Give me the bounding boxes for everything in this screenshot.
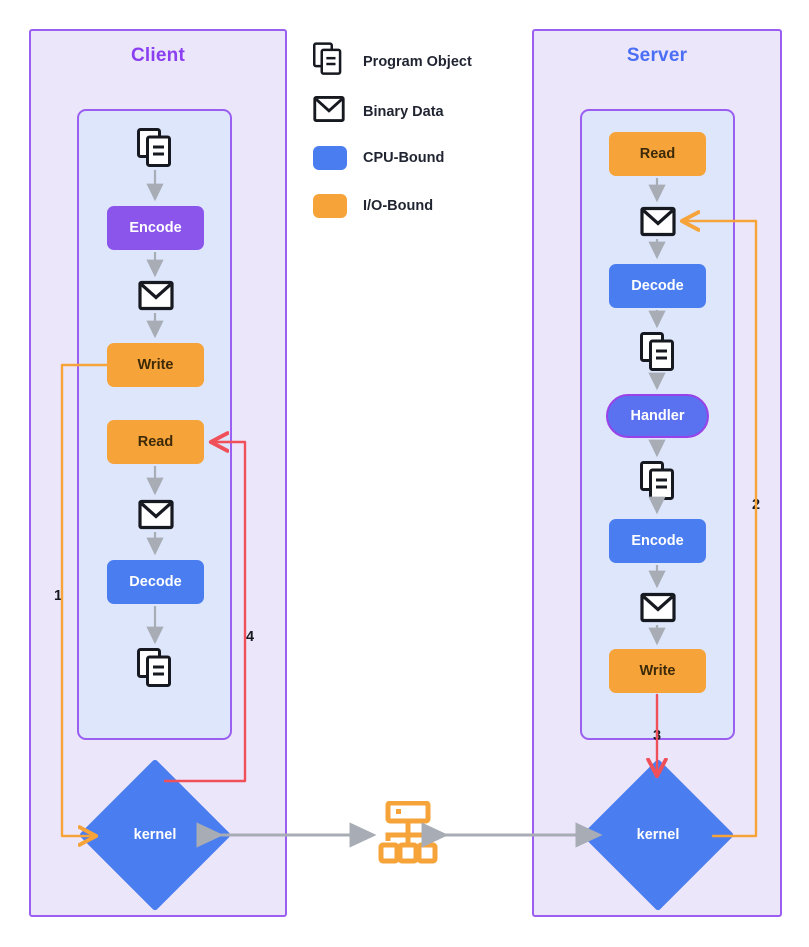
server-binary-data-icon-2 bbox=[640, 592, 676, 623]
server-node-handler-label: Handler bbox=[630, 408, 685, 424]
client-binary-data-icon-2 bbox=[138, 499, 174, 530]
server-binary-data-icon-1 bbox=[640, 206, 676, 237]
client-node-write[interactable]: Write bbox=[107, 343, 204, 387]
client-binary-data-icon-1 bbox=[138, 280, 174, 311]
legend-item-program-object: Program Object bbox=[313, 42, 472, 81]
step-label-1: 1 bbox=[53, 588, 63, 604]
server-node-decode[interactable]: Decode bbox=[609, 264, 706, 308]
server-node-handler[interactable]: Handler bbox=[606, 394, 709, 438]
client-program-object-icon-bottom bbox=[137, 648, 173, 688]
legend-label-program-object: Program Object bbox=[363, 53, 472, 70]
legend-label-binary-data: Binary Data bbox=[363, 103, 444, 120]
server-program-object-icon-2 bbox=[640, 461, 676, 501]
io-bound-swatch bbox=[313, 194, 347, 218]
step-label-2: 2 bbox=[751, 497, 761, 513]
cpu-bound-swatch bbox=[313, 146, 347, 170]
legend-label-cpu-bound: CPU-Bound bbox=[363, 150, 445, 166]
step-label-3: 3 bbox=[652, 728, 662, 744]
client-node-encode-label: Encode bbox=[129, 220, 182, 236]
client-node-read[interactable]: Read bbox=[107, 420, 204, 464]
program-object-icon bbox=[313, 42, 347, 81]
server-node-write-label: Write bbox=[639, 663, 676, 679]
client-title: Client bbox=[131, 45, 185, 66]
legend-item-binary-data: Binary Data bbox=[313, 95, 444, 128]
client-program-object-icon-top bbox=[137, 128, 173, 168]
server-node-encode[interactable]: Encode bbox=[609, 519, 706, 563]
server-node-decode-label: Decode bbox=[631, 278, 684, 294]
client-node-decode-label: Decode bbox=[129, 574, 182, 590]
client-node-decode[interactable]: Decode bbox=[107, 560, 204, 604]
legend-item-cpu-bound: CPU-Bound bbox=[313, 146, 444, 170]
client-node-write-label: Write bbox=[137, 357, 174, 373]
server-node-read-label: Read bbox=[639, 146, 676, 162]
server-program-object-icon-1 bbox=[640, 332, 676, 372]
binary-data-icon bbox=[313, 95, 347, 128]
server-node-write[interactable]: Write bbox=[609, 649, 706, 693]
client-node-encode[interactable]: Encode bbox=[107, 206, 204, 250]
network-sitemap-icon bbox=[378, 800, 438, 867]
server-node-read[interactable]: Read bbox=[609, 132, 706, 176]
server-node-encode-label: Encode bbox=[631, 533, 684, 549]
server-kernel-label: kernel bbox=[636, 827, 680, 843]
step-label-4: 4 bbox=[245, 629, 255, 645]
client-kernel-label: kernel bbox=[133, 827, 177, 843]
server-title: Server bbox=[626, 45, 688, 66]
legend-label-io-bound: I/O-Bound bbox=[363, 198, 434, 214]
legend: Program Object Binary Data CPU-Bound I/O… bbox=[313, 42, 523, 237]
legend-item-io-bound: I/O-Bound bbox=[313, 194, 433, 218]
client-node-read-label: Read bbox=[137, 434, 174, 450]
